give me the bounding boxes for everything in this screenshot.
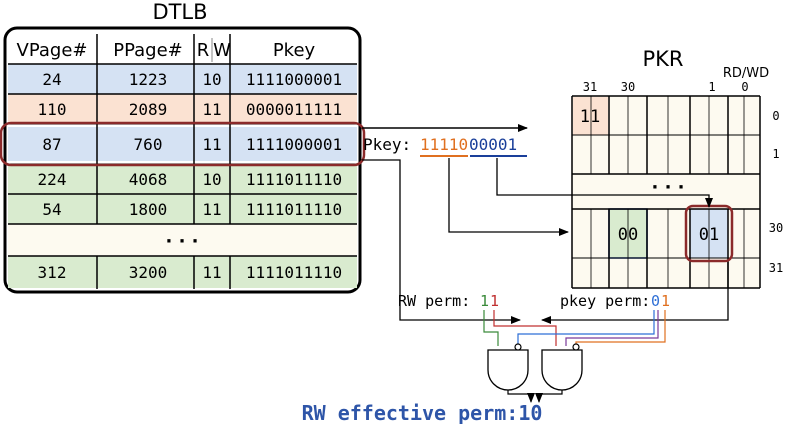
pkey-label: Pkey: 11110 00001 — [363, 135, 527, 157]
pkey-perm-bit-rd: 0 — [651, 292, 660, 310]
rw-perm-label: RW perm: 1 1 — [398, 292, 499, 310]
dtlb-row-3-bg — [8, 164, 357, 194]
inverter-bubble-read — [514, 343, 522, 351]
pkr-col-30: 30 — [621, 80, 635, 94]
pkr-cell-top-value: 11 — [580, 107, 600, 127]
pkr-rdwd-label: RD/WD — [723, 66, 769, 81]
pkr-subdivision-lines — [590, 96, 745, 288]
pkr-col-0: 0 — [741, 80, 748, 94]
dtlb-row-0-rw: 10 — [202, 70, 221, 89]
rw-perm-bit-write: 1 — [490, 292, 499, 310]
dtlb-row-4-bg — [8, 194, 357, 224]
dtlb-row-2-rw: 11 — [202, 135, 221, 154]
gate-read-output — [507, 390, 535, 403]
dtlb-row-6-ppage: 3200 — [129, 263, 168, 282]
dtlb-row-1-ppage: 2089 — [129, 100, 168, 119]
pkey-perm-bit-wd: 1 — [661, 292, 670, 310]
pkr-cell-mid-value: 00 — [618, 225, 638, 245]
rw-perm-text: RW perm: — [398, 292, 470, 310]
dtlb-row-4-ppage: 1800 — [129, 200, 168, 219]
dtlb-row-2-pkey: 1111000001 — [246, 135, 342, 154]
dtlb-row-4-vpage: 54 — [42, 200, 61, 219]
dtlb-header-pkey: Pkey — [273, 40, 316, 61]
dtlb-row-6-bg — [8, 256, 357, 288]
dtlb-table: VPage# PPage# R W Pkey 24 1223 10 111100… — [3, 26, 362, 294]
pkr-row-0: 0 — [772, 109, 779, 123]
pkr-col-31: 31 — [583, 80, 597, 94]
dtlb-row-6-rw: 11 — [202, 263, 221, 282]
dtlb-row-6-vpage: 312 — [38, 263, 67, 282]
pkr-title: PKR — [642, 47, 683, 71]
dtlb-row-4-rw: 11 — [202, 200, 221, 219]
dtlb-row-4-pkey: 1111011110 — [246, 200, 342, 219]
and-gate-read — [487, 343, 529, 391]
pkr-cell-sel-value: 01 — [699, 225, 719, 245]
dtlb-header-w: W — [213, 40, 231, 61]
gate-write-output — [535, 390, 563, 403]
pkr-cell-to-perm-arrow — [541, 262, 729, 324]
pkey-label-low-bits: 00001 — [469, 135, 517, 154]
pkr-row-31: 31 — [769, 261, 783, 275]
rw-effective-perm: RW effective perm:10 — [302, 401, 543, 425]
dtlb-row-3-ppage: 4068 — [129, 170, 168, 189]
rw-bits-to-perm-arrow — [362, 159, 521, 324]
pkr-grid: 11 00 01 · · · — [571, 95, 761, 289]
pkey-label-prefix: Pkey: — [363, 135, 411, 154]
dtlb-row-0-pkey: 1111000001 — [246, 70, 342, 89]
pkr-ellipsis: · · · — [651, 177, 684, 198]
dtlb-selected-row-highlight — [0, 121, 366, 167]
inverter-bubble-write — [572, 343, 580, 351]
dtlb-row-0-vpage: 24 — [42, 70, 61, 89]
dtlb-row-1-pkey: 0000011111 — [246, 100, 342, 119]
dtlb-row-0-bg — [8, 64, 357, 94]
dtlb-row-1-vpage: 110 — [38, 100, 67, 119]
pkey-perm-label: pkey perm: 0 1 — [560, 292, 670, 310]
dtlb-header-r: R — [197, 40, 210, 61]
dtlb-row-1-bg — [8, 94, 357, 124]
dtlb-row-1-rw: 11 — [202, 100, 221, 119]
dtlb-header-ppage: PPage# — [113, 40, 183, 61]
dtlb-row-3-pkey: 1111011110 — [246, 170, 342, 189]
dtlb-title: DTLB — [152, 0, 207, 24]
dtlb-row-3-vpage: 224 — [38, 170, 67, 189]
dtlb-row-5-ellipsis: · · · — [165, 231, 198, 252]
pkey-perm-text: pkey perm: — [560, 292, 650, 310]
pkr-row-30: 30 — [769, 221, 783, 235]
pkey-label-high-bits: 11110 — [420, 135, 468, 154]
dtlb-header-vpage: VPage# — [17, 40, 88, 61]
dtlb-row-2-bg — [8, 127, 357, 161]
dtlb-row-3-rw: 10 — [202, 170, 221, 189]
and-gate-write — [541, 343, 583, 391]
dtlb-row-5-bg — [8, 224, 357, 256]
pkr-col-1: 1 — [708, 80, 715, 94]
dtlb-row-0-ppage: 1223 — [129, 70, 168, 89]
pkr-row-1: 1 — [772, 147, 779, 161]
pkr-cell-top-bg — [573, 97, 608, 135]
pkey-low-to-pkr-col-arrow — [496, 158, 713, 208]
pkey-high-to-pkr-row-arrow — [448, 158, 569, 236]
dtlb-row-2-ppage: 760 — [134, 135, 163, 154]
dtlb-row-2-vpage: 87 — [42, 135, 61, 154]
rw-perm-bit-read: 1 — [480, 292, 489, 310]
pkr-grid-lines — [571, 95, 761, 289]
dtlb-row-6-pkey: 1111011110 — [246, 263, 342, 282]
logic-wires — [483, 310, 666, 346]
